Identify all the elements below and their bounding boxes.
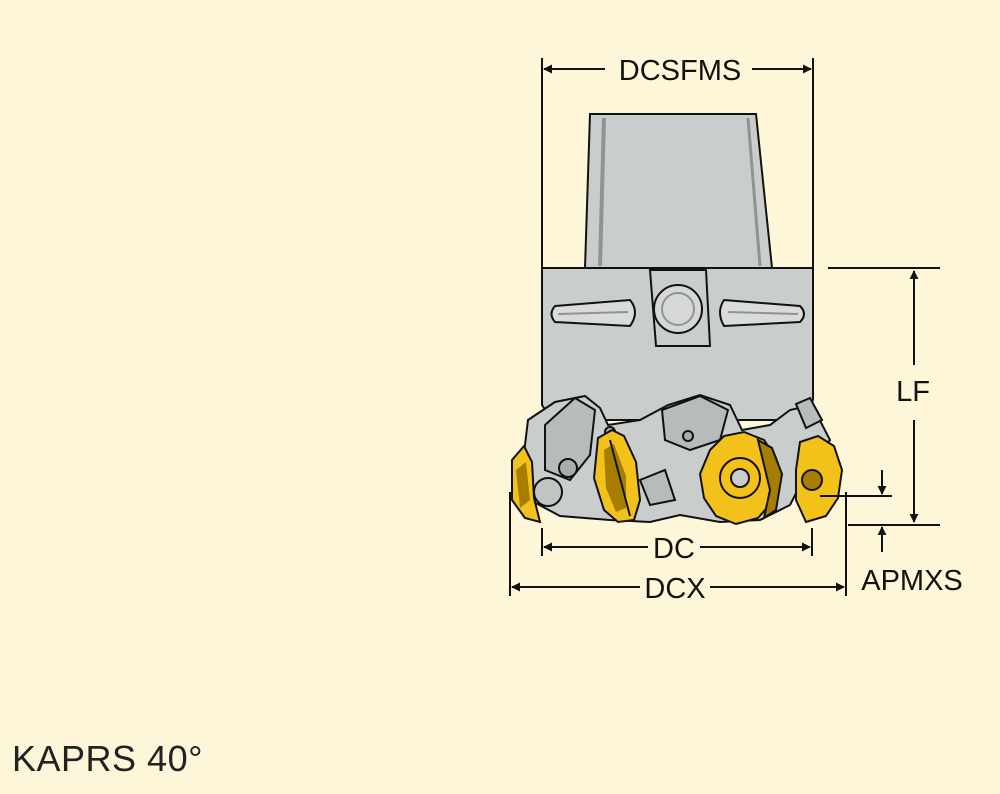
insert-front-left xyxy=(592,428,642,524)
shank xyxy=(583,113,774,269)
insert-left xyxy=(511,444,542,524)
dimension-lines xyxy=(509,58,940,596)
dimension-labels: DCSFMS LF DC DCX APMXS xyxy=(619,55,963,605)
insert-right xyxy=(795,434,844,524)
insert-front-center xyxy=(698,430,784,526)
insert-pockets xyxy=(520,393,832,524)
dim-label-dcsfms: DCSFMS xyxy=(619,55,741,87)
dim-label-dc: DC xyxy=(653,533,695,565)
dim-label-dcx: DCX xyxy=(644,573,705,605)
angle-caption: KAPRS 40° xyxy=(12,738,203,779)
dim-label-apmxs: APMXS xyxy=(861,565,963,597)
dim-label-lf: LF xyxy=(896,376,930,408)
cutter-body xyxy=(541,113,814,421)
